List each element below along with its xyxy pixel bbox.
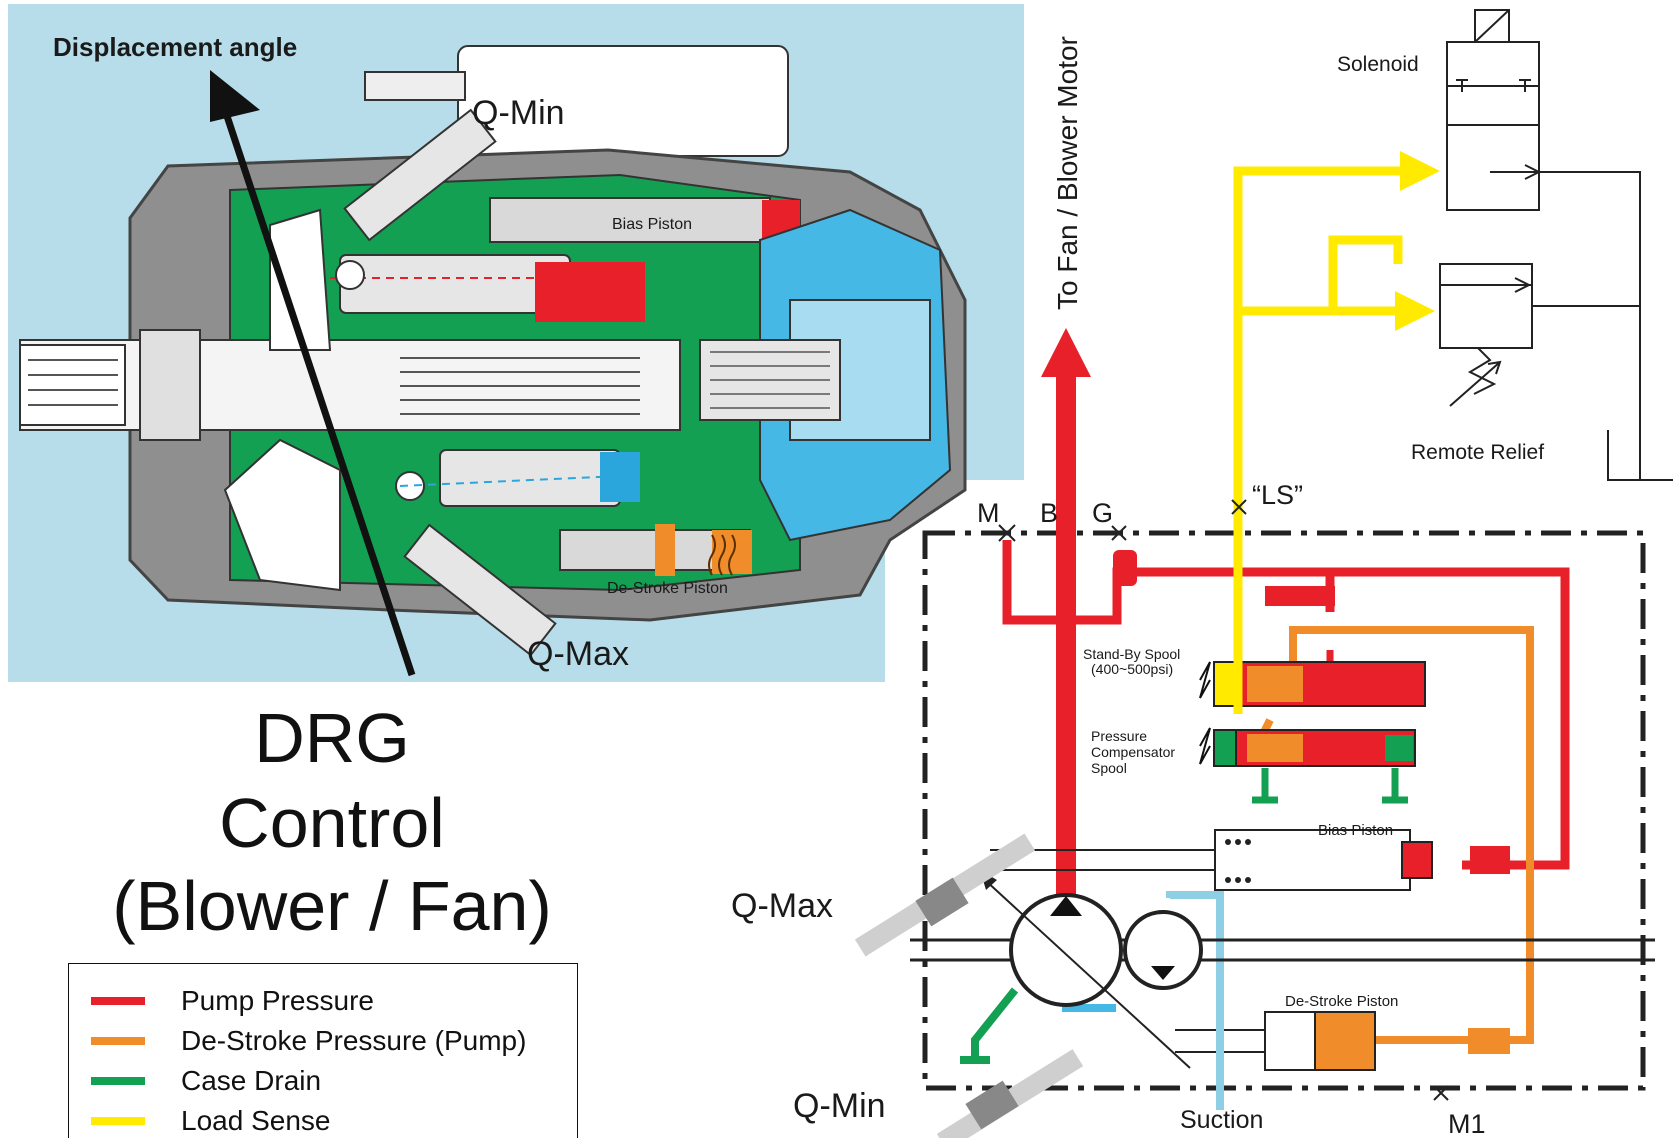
remote-relief-label: Remote Relief	[1411, 441, 1544, 464]
main-pump-symbol	[1009, 893, 1123, 1007]
destroke-piston-label: De-Stroke Piston	[1285, 993, 1398, 1010]
cutaway-destroke-label: De-Stroke Piston	[607, 580, 728, 597]
legend-label: Pump Pressure	[181, 985, 374, 1016]
destroke-piston	[1314, 1011, 1376, 1071]
legend-item-load-sense: Load Sense	[91, 1104, 330, 1138]
legend-swatch-orange	[91, 1037, 145, 1045]
legend-label: Case Drain	[181, 1065, 322, 1096]
standby-spool-label-2: (400~500psi)	[1091, 661, 1173, 677]
standby-spool-label-1: Stand-By Spool	[1083, 646, 1180, 662]
displacement-angle-label: Displacement angle	[53, 32, 297, 62]
suction-line	[1166, 891, 1224, 1110]
to-fan-label: To Fan / Blower Motor	[1052, 36, 1083, 310]
title-line-1: DRG	[254, 699, 410, 777]
legend-item-case-drain: Case Drain	[91, 1064, 321, 1098]
load-sense-line	[1233, 166, 1420, 714]
bias-piston	[1214, 829, 1411, 891]
legend-label: Load Sense	[181, 1105, 331, 1136]
color-legend: Pump Pressure De-Stroke Pressure (Pump) …	[68, 963, 578, 1138]
comp-spool-label-1: Pressure	[1091, 728, 1147, 744]
hydraulic-schematic: To Fan / Blower Motor	[731, 9, 1673, 1138]
port-b-label: B	[1040, 498, 1058, 528]
comp-spool-label-3: Spool	[1091, 760, 1127, 776]
charge-pump-symbol	[1123, 910, 1203, 990]
pump-cutaway: Displacement angle Q-Min Q-Max Bias Pist…	[8, 4, 1025, 682]
m1-label: M1	[1448, 1109, 1486, 1138]
cutaway-bias-piston-label: Bias Piston	[612, 216, 692, 233]
remote-relief-valve	[1439, 263, 1533, 349]
legend-swatch-yellow	[91, 1117, 145, 1125]
port-ls-label: “LS”	[1252, 480, 1303, 510]
to-fan-arrow	[1041, 328, 1091, 377]
comp-spool-label-2: Compensator	[1091, 744, 1175, 760]
cutaway-qmin-label: Q-Min	[472, 94, 565, 132]
title-line-2: Control	[219, 784, 445, 862]
pump-outlet-line	[1056, 372, 1076, 917]
legend-swatch-green	[91, 1077, 145, 1085]
cutaway-qmax-label: Q-Max	[527, 635, 629, 673]
schematic-qmax-label: Q-Max	[731, 887, 833, 925]
legend-item-pump-pressure: Pump Pressure	[91, 984, 374, 1018]
displacement-angle-arrow	[221, 108, 416, 677]
solenoid-label: Solenoid	[1337, 53, 1419, 76]
solenoid-valve-lower	[1446, 124, 1540, 211]
port-g-label: G	[1092, 498, 1113, 528]
port-m-label: M	[977, 498, 1000, 528]
control-boundary	[922, 530, 1646, 1091]
legend-item-destroke: De-Stroke Pressure (Pump)	[91, 1024, 526, 1058]
schematic-qmin-label: Q-Min	[793, 1087, 886, 1125]
suction-label: Suction	[1180, 1106, 1263, 1134]
legend-swatch-red	[91, 997, 145, 1005]
bias-piston-label: Bias Piston	[1318, 822, 1393, 839]
legend-label: De-Stroke Pressure (Pump)	[181, 1025, 527, 1056]
title-line-3: (Blower / Fan)	[112, 867, 552, 945]
